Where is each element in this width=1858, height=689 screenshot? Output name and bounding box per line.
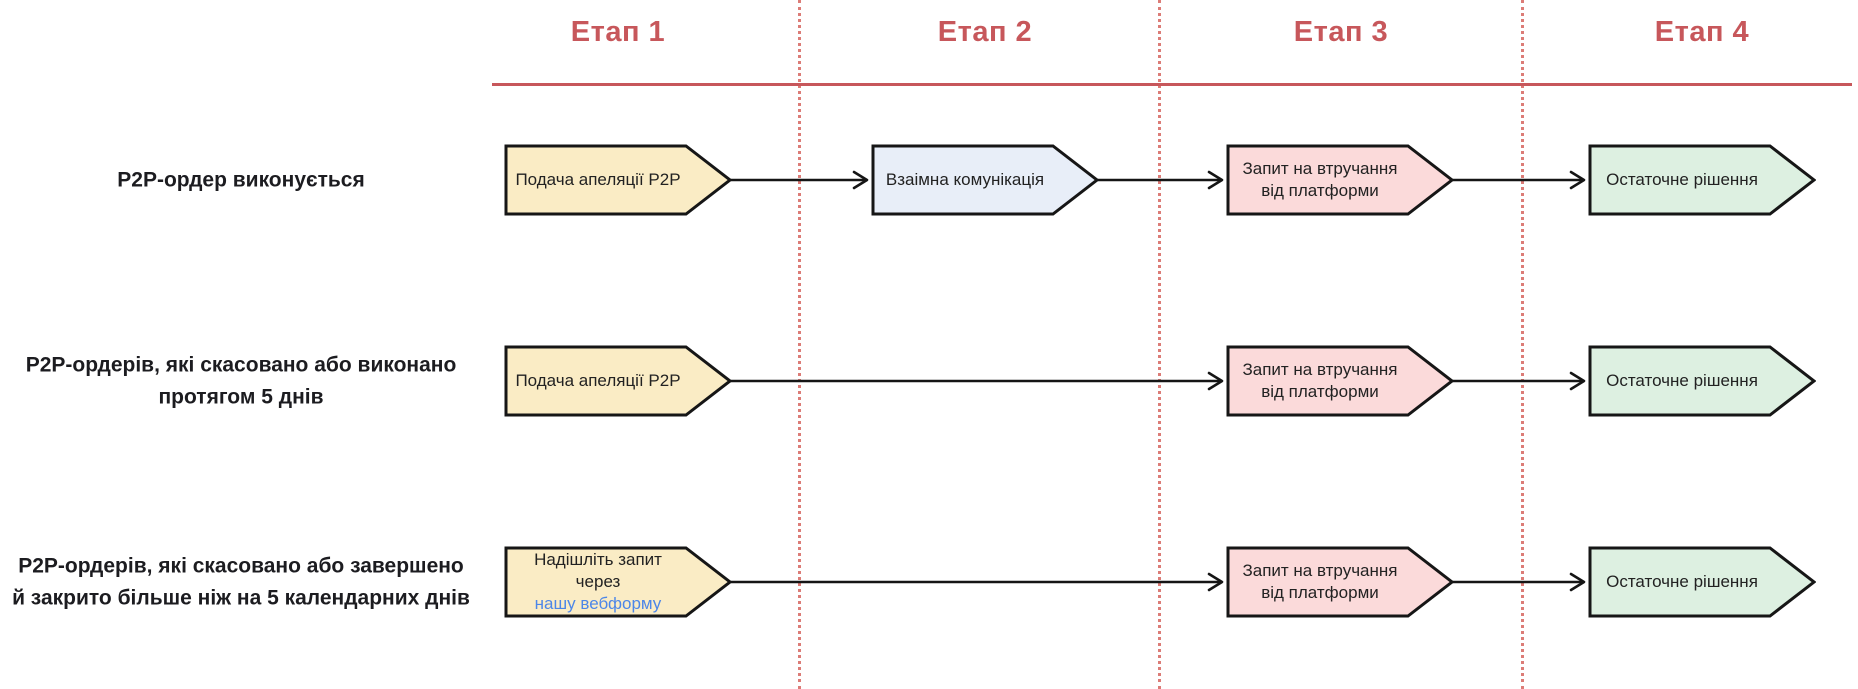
flow-arrow-row3-1: [730, 572, 1224, 592]
step-mutual-communication-row1: Взаімна комунікація: [871, 144, 1099, 216]
flow-arrow-row1-2: [1097, 170, 1224, 190]
flow-arrow-row1-1: [730, 170, 869, 190]
step-final-decision-row3: Остаточне рішення: [1588, 546, 1816, 618]
step-label: Подача апеляції P2P: [515, 170, 681, 190]
step-label: Запит на втручання від платформи: [1242, 360, 1398, 401]
step-submit-appeal-row2: Подача апеляції P2P: [504, 345, 732, 417]
pentagon-shape: [1588, 144, 1816, 216]
row-label-order-in-progress: P2P-ордер виконується: [117, 168, 365, 192]
pentagon-shape: [1588, 345, 1816, 417]
stage-divider-line-2: [1158, 0, 1161, 689]
step-label: Остаточне рішення: [1606, 170, 1758, 190]
flow-arrow-row3-2: [1452, 572, 1586, 592]
step-platform-intervention-row2: Запит на втручання від платформи: [1226, 345, 1454, 417]
pentagon-shape: [871, 144, 1099, 216]
pentagon-shape: [1226, 546, 1454, 618]
step-label-line1: Надішліть запит через: [534, 550, 662, 592]
row-label-over-5-days: P2P-ордерів, які скасовано або завершено…: [12, 554, 470, 610]
step-final-decision-row2: Запит на втручання від платформи Остаточ…: [1588, 345, 1816, 417]
stage-divider-line-1: [798, 0, 801, 689]
flow-arrow-row2-1: [730, 371, 1224, 391]
step-submit-appeal-row1: Подача апеляції P2P: [504, 144, 732, 216]
step-label: Остаточне рішення: [1606, 371, 1758, 391]
step-submit-webform-row3: Надішліть запит через нашу вебформу: [504, 546, 732, 618]
webform-link[interactable]: нашу вебформу: [534, 593, 662, 613]
step-label: Надішліть запит через нашу вебформу: [510, 546, 686, 618]
stage-divider-line-3: [1521, 0, 1524, 689]
pentagon-shape: [1588, 546, 1816, 618]
stage-header-2: Етап 2: [937, 16, 1033, 48]
step-label: Запит на втручання від платформи: [1242, 159, 1398, 200]
step-platform-intervention-row3: Запит на втручання від платформи: [1226, 546, 1454, 618]
pentagon-shape: [1226, 345, 1454, 417]
pentagon-shape: [504, 345, 732, 417]
row-label-within-5-days: P2P-ордерів, які скасовано або виконано …: [25, 353, 457, 409]
step-final-decision-row1: Остаточне рішення: [1588, 144, 1816, 216]
pentagon-shape: [504, 144, 732, 216]
step-label: Подача апеляції P2P: [515, 371, 681, 391]
pentagon-shape: [504, 546, 732, 618]
step-label: Запит на втручання від платформи: [1242, 561, 1398, 602]
flow-arrow-row2-2: [1452, 371, 1586, 391]
step-label: Остаточне рішення: [1606, 572, 1758, 592]
flow-arrow-row1-3: [1452, 170, 1586, 190]
pentagon-shape: [1226, 144, 1454, 216]
step-platform-intervention-row1: Запит на втручання від платформи: [1226, 144, 1454, 216]
stage-header-4: Етап 4: [1654, 16, 1750, 48]
stage-header-3: Етап 3: [1293, 16, 1389, 48]
step-label: Взаімна комунікація: [885, 170, 1045, 190]
stage-header-1: Етап 1: [570, 16, 666, 48]
stage-header-underline: [492, 83, 1852, 86]
